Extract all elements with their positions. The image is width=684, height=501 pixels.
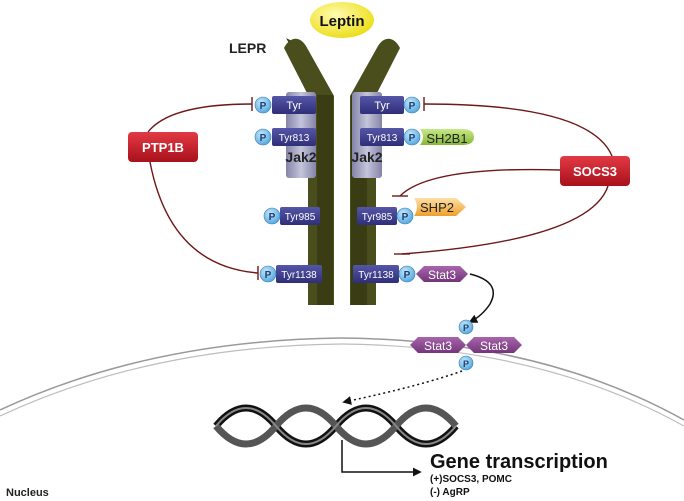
phospho-right-813: P — [403, 128, 421, 146]
tyr-box-right-top — [360, 96, 404, 114]
stat3-dimer-right — [466, 337, 522, 353]
tyr-box-left-985 — [280, 207, 320, 225]
sh2b1-protein — [420, 129, 474, 145]
tyr-right-top-label: Tyr — [374, 100, 390, 112]
phospho-left-1138: P — [259, 265, 277, 283]
tyr813-left-label: Tyr813 — [279, 133, 310, 144]
tyr985-right-label: Tyr985 — [362, 212, 393, 223]
svg-text:P: P — [265, 270, 272, 281]
gene-transcription-positive: (+)SOCS3, POMC — [430, 474, 512, 485]
gene-transcription-title: Gene transcription — [430, 451, 608, 473]
shp2-label: SHP2 — [420, 200, 454, 215]
dna-helix — [213, 404, 459, 448]
phospho-left-985: P — [263, 207, 281, 225]
phospho-dimer-bottom: P — [458, 355, 474, 371]
phospho-right-1138: P — [398, 265, 416, 283]
tyr1138-left-label: Tyr1138 — [281, 270, 317, 281]
stat3-bound-label: Stat3 — [428, 268, 456, 282]
svg-text:P: P — [409, 133, 416, 144]
svg-text:P: P — [269, 212, 276, 223]
svg-text:P: P — [463, 359, 469, 369]
socs3-inhibition-lines — [392, 97, 613, 255]
nuclear-translocation-arrow — [342, 370, 463, 405]
jak2-right-label: Jak2 — [351, 149, 382, 165]
phospho-right-985: P — [396, 207, 414, 225]
phospho-right-top: P — [403, 96, 421, 114]
svg-text:P: P — [409, 101, 416, 112]
leptin-ligand — [310, 2, 374, 38]
sh2b1-label: SH2B1 — [426, 131, 467, 146]
tyr-left-top-label: Tyr — [286, 100, 302, 112]
phospho-dimer-top: P — [458, 319, 474, 335]
tyr-box-left-813 — [272, 128, 316, 146]
phospho-left-top: P — [254, 96, 272, 114]
phospho-left-813: P — [254, 128, 272, 146]
svg-text:P: P — [260, 133, 267, 144]
ptp1b-label: PTP1B — [142, 140, 184, 155]
stat3-dimerization-arrow — [468, 273, 494, 323]
tyr985-left-label: Tyr985 — [285, 212, 316, 223]
socs3-label: SOCS3 — [573, 164, 617, 179]
tyr1138-right-label: Tyr1138 — [358, 270, 394, 281]
jak2-left-label: Jak2 — [285, 149, 316, 165]
stat3-dimer-right-label: Stat3 — [480, 339, 508, 353]
svg-text:P: P — [260, 101, 267, 112]
shp2-protein — [414, 198, 466, 216]
transcription-arrow — [341, 440, 422, 477]
tyr-box-right-985 — [357, 207, 397, 225]
stat3-dimer-left — [410, 337, 466, 353]
ptp1b-inhibition-lines — [147, 97, 259, 280]
svg-text:P: P — [463, 323, 469, 333]
stat3-dimer: Stat3 Stat3 P P — [410, 319, 522, 371]
svg-text:P: P — [402, 212, 409, 223]
socs3-protein — [560, 156, 630, 186]
stat3-bound — [416, 266, 468, 282]
leptin-label: Leptin — [320, 13, 365, 30]
ptp1b-protein — [128, 132, 198, 162]
nucleus-label: Nucleus — [6, 487, 49, 499]
svg-text:P: P — [404, 270, 411, 281]
tyr-box-left-1138 — [276, 265, 322, 283]
tyr-box-right-813 — [360, 128, 404, 146]
tyr-box-right-1138 — [353, 265, 399, 283]
lepr-label: LEPR — [229, 40, 266, 56]
tyr813-right-label: Tyr813 — [367, 133, 398, 144]
nuclear-membrane-outer — [0, 337, 684, 421]
nuclear-membrane-inner — [0, 343, 684, 427]
tyr-box-left-top — [272, 96, 316, 114]
stat3-dimer-left-label: Stat3 — [424, 339, 452, 353]
gene-transcription-negative: (-) AgRP — [430, 487, 470, 498]
